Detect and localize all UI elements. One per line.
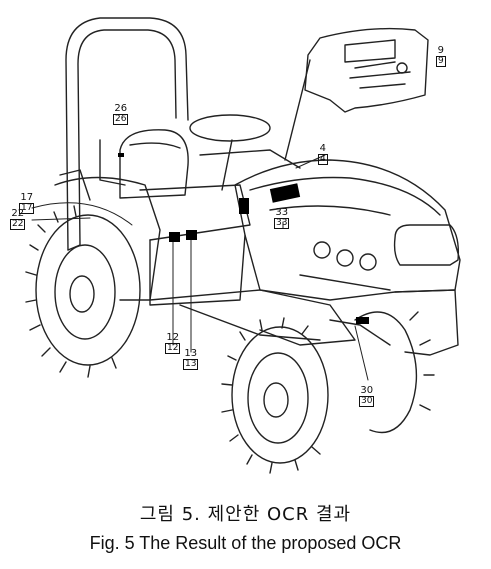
callout-box: 22	[10, 219, 26, 230]
callout-number: 30	[360, 385, 374, 396]
dashboard-inset	[284, 27, 429, 161]
callout-number: 4	[319, 143, 327, 154]
figure-caption-korean: 그림 5. 제안한 OCR 결과	[139, 504, 352, 525]
callout-box: 4	[318, 154, 328, 165]
marker-block	[269, 183, 301, 203]
callout-box: 33	[274, 218, 290, 229]
callout-number: 22	[11, 208, 25, 219]
callout-17: 17 17	[19, 192, 35, 214]
marker-block	[356, 317, 369, 324]
marker-block	[118, 153, 124, 157]
callout-number: 13	[184, 348, 198, 359]
callout-9: 9 9	[436, 46, 446, 67]
callout-box: 13	[183, 359, 199, 370]
callout-4: 4 4	[318, 144, 328, 165]
callout-33: 33 33	[274, 207, 290, 229]
callout-box: 17	[19, 203, 35, 214]
seat-and-steering	[99, 114, 301, 199]
callout-box: 30	[359, 396, 375, 407]
callout-box: 9	[436, 56, 446, 67]
figure-caption-english: Fig. 5 The Result of the proposed OCR	[89, 533, 402, 553]
callout-number: 33	[275, 207, 289, 218]
frame	[149, 289, 391, 346]
rear-wheel	[25, 205, 141, 378]
ocr-markers	[118, 153, 369, 324]
leader-lines	[31, 154, 369, 381]
callout-26: 26 26	[113, 103, 129, 125]
callout-13: 13 13	[183, 348, 199, 370]
callout-30: 30 30	[359, 385, 375, 407]
callout-12: 12 12	[165, 332, 181, 354]
hood	[234, 159, 461, 301]
marker-block	[186, 230, 197, 240]
marker-block	[239, 198, 249, 214]
callout-number: 9	[437, 45, 445, 56]
callout-number: 12	[166, 332, 180, 343]
callout-number: 17	[20, 192, 34, 203]
callout-box: 26	[113, 114, 129, 125]
marker-block	[169, 232, 180, 242]
front-wheel	[221, 317, 329, 474]
tractor-line-drawing	[25, 17, 461, 474]
callout-number: 26	[114, 103, 128, 114]
front-wheel-far	[354, 311, 435, 434]
callout-box: 12	[165, 343, 181, 354]
front-bumper	[394, 289, 459, 356]
rear-body	[54, 169, 251, 306]
callout-22: 22 22	[10, 208, 26, 230]
